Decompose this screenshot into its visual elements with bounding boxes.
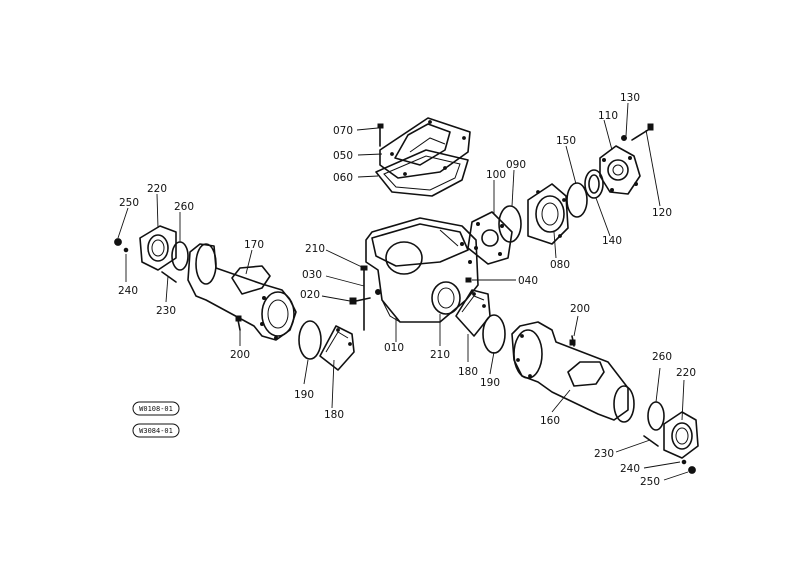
callout-110: 110 — [598, 110, 618, 122]
right-end-flange — [663, 411, 699, 459]
bolt-020 — [349, 297, 371, 305]
callout-160: 160 — [540, 415, 560, 427]
left-gasket-260 — [171, 241, 189, 271]
right-nut-250 — [688, 466, 696, 474]
callout-190-left: 190 — [294, 389, 314, 401]
flange-110 — [599, 145, 641, 195]
right-washer-240 — [681, 459, 687, 465]
callout-200-left: 200 — [230, 349, 250, 361]
callout-250-left: 250 — [119, 197, 139, 209]
callout-230-left: 230 — [156, 305, 176, 317]
reference-stamps: W0108-01 W3084-01 — [132, 401, 180, 438]
bolt-130 — [621, 135, 627, 141]
callout-170: 170 — [244, 239, 264, 251]
callout-140: 140 — [602, 235, 622, 247]
left-axle-housing — [187, 243, 297, 341]
top-cover — [379, 117, 471, 179]
callout-080: 080 — [550, 259, 570, 271]
callout-230-right: 230 — [594, 448, 614, 460]
callout-260-left: 260 — [174, 201, 194, 213]
seal-140 — [584, 169, 604, 199]
leader-lines — [117, 102, 689, 481]
callout-090: 090 — [506, 159, 526, 171]
bolt-120 — [631, 123, 654, 141]
stamp-w0108-frame — [132, 401, 180, 416]
callout-100: 100 — [486, 169, 506, 181]
callout-070: 070 — [333, 125, 353, 137]
callout-050: 050 — [333, 150, 353, 162]
stamp-w3084-text: W3084-01 — [139, 427, 173, 435]
callout-210-right: 210 — [430, 349, 450, 361]
left-shims-180 — [319, 325, 355, 371]
left-end-flange — [139, 225, 177, 271]
o-ring-150 — [566, 182, 588, 218]
bolt-070 — [377, 123, 384, 147]
callout-240-right: 240 — [620, 463, 640, 475]
o-ring-090 — [498, 205, 522, 243]
callout-060: 060 — [333, 172, 353, 184]
callout-260-right: 260 — [652, 351, 672, 363]
plug-040 — [465, 277, 472, 283]
left-bolt-210 — [360, 265, 368, 331]
callout-200-right: 200 — [570, 303, 590, 315]
callout-220-left: 220 — [147, 183, 167, 195]
bearing-housing — [527, 183, 569, 245]
callout-190-right: 190 — [480, 377, 500, 389]
cover-gasket — [375, 149, 469, 197]
callout-250-right: 250 — [640, 476, 660, 488]
stamp-w0108-text: W0108-01 — [139, 405, 173, 413]
stamp-w3084-frame — [132, 423, 180, 438]
callout-030: 030 — [302, 269, 322, 281]
right-axle-housing — [511, 321, 635, 423]
callout-010: 010 — [384, 342, 404, 354]
callout-020: 020 — [300, 289, 320, 301]
callout-040: 040 — [518, 275, 538, 287]
left-bolt-200 — [235, 315, 242, 331]
callout-210-left: 210 — [305, 243, 325, 255]
right-gasket-260 — [647, 401, 665, 431]
left-o-ring-190 — [298, 320, 322, 360]
callout-240-left: 240 — [118, 285, 138, 297]
left-stud-230 — [161, 271, 177, 283]
callout-130: 130 — [620, 92, 640, 104]
left-washer-240 — [123, 247, 129, 253]
callout-220-right: 220 — [676, 367, 696, 379]
callout-120: 120 — [652, 207, 672, 219]
right-bolt-200 — [569, 335, 576, 347]
callout-150: 150 — [556, 135, 576, 147]
callout-labels: 070 050 060 130 110 150 090 100 120 140 … — [118, 92, 696, 488]
right-shims-180 — [455, 289, 491, 337]
callout-180-right: 180 — [458, 366, 478, 378]
left-nut-250 — [114, 238, 122, 246]
right-stud-230 — [643, 435, 659, 447]
callout-180-left: 180 — [324, 409, 344, 421]
gasket-plate — [467, 211, 513, 265]
